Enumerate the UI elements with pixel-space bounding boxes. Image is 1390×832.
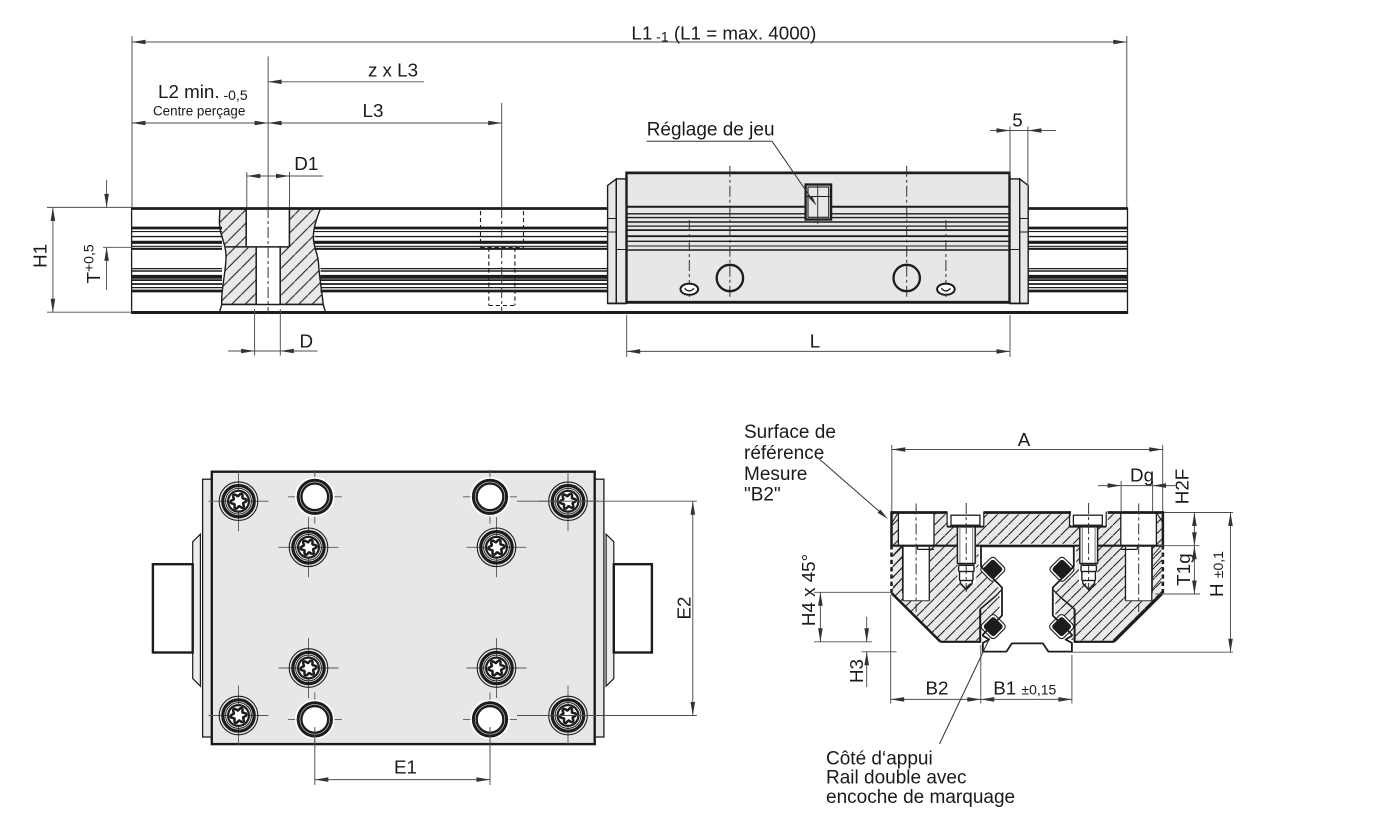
svg-text:L: L xyxy=(810,331,820,352)
svg-text:Surface de: Surface de xyxy=(744,422,836,443)
svg-text:Rail double avec: Rail double avec xyxy=(826,768,966,789)
svg-text:z x L3: z x L3 xyxy=(368,60,418,81)
svg-text:5: 5 xyxy=(1012,110,1022,131)
svg-text:Dg: Dg xyxy=(1130,465,1154,486)
svg-text:H ±0,1: H ±0,1 xyxy=(1206,551,1227,597)
svg-text:encoche de marquage: encoche de marquage xyxy=(826,787,1015,808)
svg-text:T1g: T1g xyxy=(1173,553,1194,585)
svg-text:référence: référence xyxy=(744,443,824,464)
svg-text:Réglage de jeu: Réglage de jeu xyxy=(647,120,775,141)
svg-text:L2 min. -0,5: L2 min. -0,5 xyxy=(158,81,248,103)
svg-text:Mesure: Mesure xyxy=(744,464,807,485)
svg-text:L3: L3 xyxy=(363,100,384,121)
svg-text:"B2": "B2" xyxy=(744,485,781,506)
svg-text:H3: H3 xyxy=(846,659,867,683)
svg-text:Centre perçage: Centre perçage xyxy=(153,104,245,119)
svg-text:E2: E2 xyxy=(674,597,695,620)
svg-text:L1 -1 (L1 = max. 4000): L1 -1 (L1 = max. 4000) xyxy=(631,23,816,45)
svg-text:T+0,5: T+0,5 xyxy=(81,244,105,283)
svg-text:E1: E1 xyxy=(394,756,417,777)
svg-text:H1: H1 xyxy=(30,244,51,268)
svg-text:D1: D1 xyxy=(294,153,318,174)
svg-text:H2F: H2F xyxy=(1172,469,1193,504)
svg-text:D: D xyxy=(300,331,314,352)
svg-text:B1 ±0,15: B1 ±0,15 xyxy=(993,678,1056,699)
svg-text:Côté d‘appui: Côté d‘appui xyxy=(826,748,933,769)
svg-text:H4 x 45°: H4 x 45° xyxy=(798,554,819,626)
svg-text:B2: B2 xyxy=(926,678,949,699)
svg-text:A: A xyxy=(1018,429,1031,450)
